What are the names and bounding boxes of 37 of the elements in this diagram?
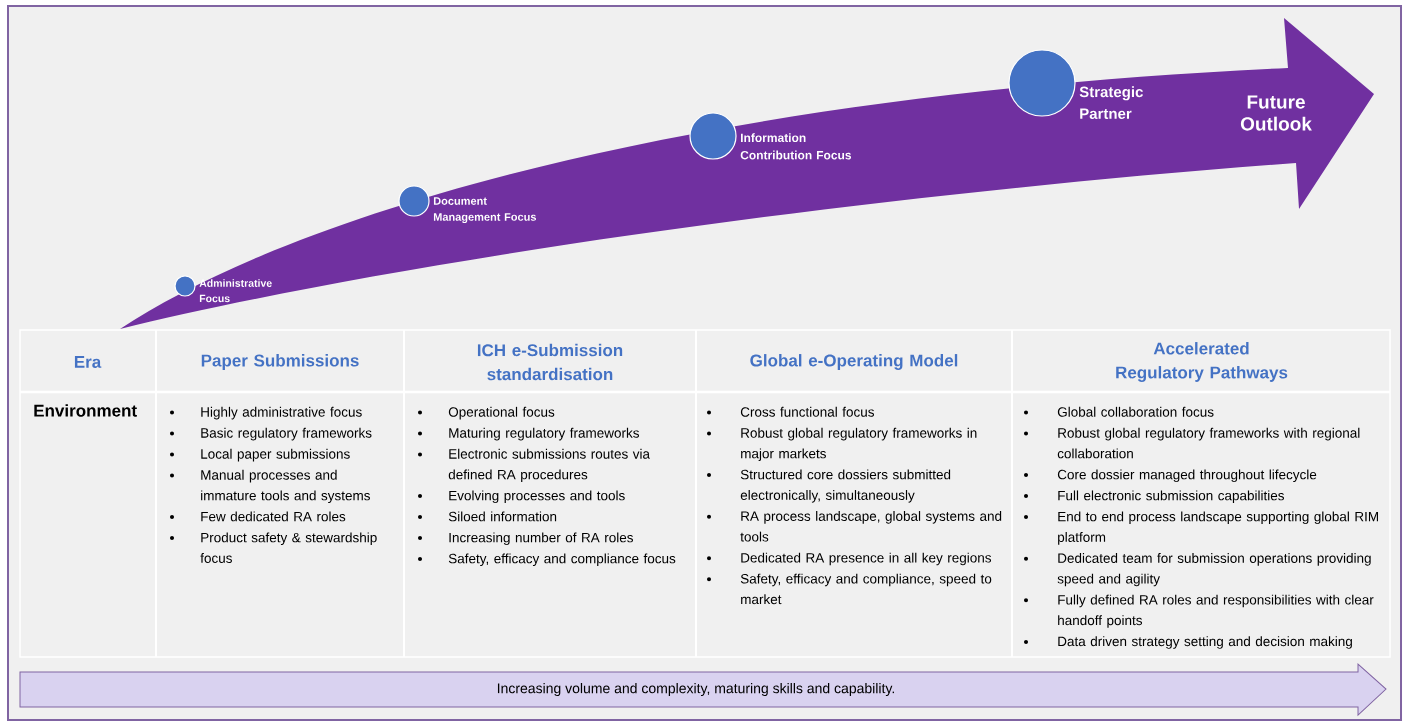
bullet-item: Global collaboration focus <box>1057 406 1214 417</box>
bullet-item: Data driven strategy setting and decision making <box>1058 636 1352 649</box>
bullet-item: Electronic submissions routes via defined RA procedures <box>448 448 650 483</box>
bullet-item: Dedicated team for submission operations providing speed and agility <box>1057 553 1371 587</box>
timeline-circle <box>1008 49 1076 117</box>
bullet-item: Safety, efficacy and compliance, speed to market <box>740 573 992 605</box>
bullet-item: Siloed information <box>448 511 557 522</box>
bullet-item: Product safety & stewardship focus <box>200 532 377 563</box>
bullet-item: Highly administrative focus <box>201 406 362 420</box>
bullet-item: Safety, efficacy and compliance focus <box>448 553 676 567</box>
milestone-label: Information Contribution Focus <box>740 133 852 160</box>
bullet-item: Evolving processes and tools <box>449 490 625 504</box>
row-header: Environment <box>34 404 137 417</box>
bullet-item: Full electronic submission capabilities <box>1058 490 1284 504</box>
bullet-item: Structured core dossiers submitted electronically, simultaneously <box>740 469 951 503</box>
column-header: Global e-Operating Model <box>750 354 958 370</box>
bullet-item: Robust global regulatory frameworks with regional collaboration <box>1057 427 1360 459</box>
column-header: Era <box>74 356 102 368</box>
bullet-item: End to end process landscape supporting global RIM platform <box>1058 511 1378 545</box>
bullet-item: Few dedicated RA roles <box>201 511 346 522</box>
milestone-label: Strategic Partner <box>1079 86 1143 119</box>
bullet-item: Cross functional focus <box>740 406 874 417</box>
bullet-item: Core dossier managed throughout lifecycle <box>1057 469 1317 483</box>
bullet-item: Dedicated RA presence in all key regions <box>741 552 992 566</box>
bullet-item: Local paper submissions <box>201 448 350 462</box>
timeline-circle <box>174 275 196 297</box>
milestone-label: Document Management Focus <box>433 197 537 224</box>
column-header: Paper Submissions <box>201 354 359 370</box>
bullet-item: Fully defined RA roles and responsibilities with clear handoff points <box>1058 594 1374 628</box>
bullet-item: Increasing number of RA roles <box>449 532 633 546</box>
bullet-item: Manual processes and immature tools and systems <box>201 469 370 504</box>
bullet-item: Maturing regulatory frameworks <box>449 427 639 441</box>
bullet-item: Basic regulatory frameworks <box>201 427 372 441</box>
bullet-item: Robust global regulatory frameworks in major markets <box>741 427 977 462</box>
timeline-circle <box>398 185 430 217</box>
bullet-item: RA process landscape, global systems and tools <box>740 511 1002 542</box>
bullet-item: Operational focus <box>448 406 555 420</box>
